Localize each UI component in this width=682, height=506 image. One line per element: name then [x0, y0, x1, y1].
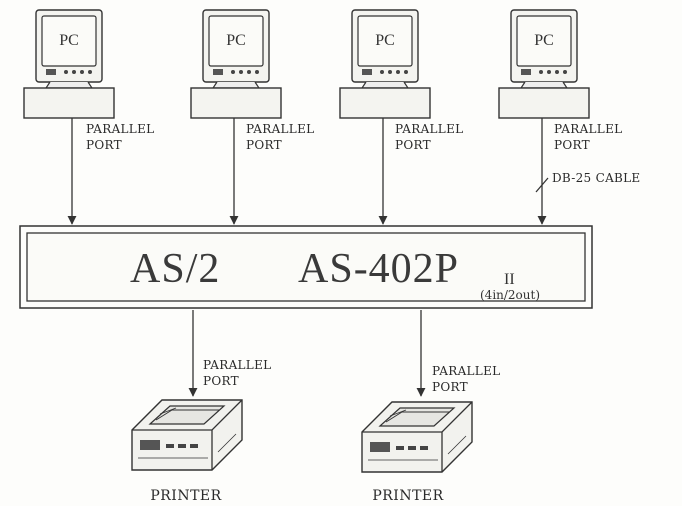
computer-icon — [498, 9, 590, 119]
printer-icon — [131, 399, 243, 471]
pc-2: PC — [190, 9, 282, 119]
switch-inner-frame — [26, 232, 586, 302]
printer-2: PRINTER — [361, 401, 473, 504]
printer-label: PRINTER — [150, 488, 221, 504]
pc-label: PC — [534, 32, 554, 49]
pc-label: PC — [226, 32, 246, 49]
printer-icon — [361, 401, 473, 473]
printer-port-label-line2: PORT — [203, 374, 239, 388]
switch-unit: AS/2 AS-402P II (4in/2out) — [19, 225, 593, 309]
cable-label: DB-25 CABLE — [552, 171, 641, 185]
computer-icon — [23, 9, 115, 119]
pc-3: PC — [339, 9, 431, 119]
port-label-line1: PARALLEL — [395, 122, 463, 136]
printer-label: PRINTER — [372, 488, 443, 504]
printer-port-label-line1: PARALLEL — [203, 358, 271, 372]
switch-outer-frame — [19, 225, 593, 309]
printer-port-label-line1: PARALLEL — [432, 364, 500, 378]
port-label-line1: PARALLEL — [554, 122, 622, 136]
printer-1: PRINTER — [131, 399, 243, 504]
pc-label: PC — [375, 32, 395, 49]
computer-icon — [339, 9, 431, 119]
pc-1: PC — [23, 9, 115, 119]
switch-brand: AS/2 — [130, 246, 220, 292]
port-label-line2: PORT — [554, 138, 590, 152]
switch-model-suffix: II — [504, 271, 515, 288]
cable-slash-mark — [535, 177, 549, 193]
port-label-line1: PARALLEL — [86, 122, 154, 136]
pc-label: PC — [59, 32, 79, 49]
printer-port-label-line2: PORT — [432, 380, 468, 394]
port-label-line1: PARALLEL — [246, 122, 314, 136]
computer-icon — [190, 9, 282, 119]
switch-model: AS-402P — [298, 246, 459, 292]
pc-4: PC — [498, 9, 590, 119]
port-label-line2: PORT — [246, 138, 282, 152]
port-label-line2: PORT — [86, 138, 122, 152]
switch-config: (4in/2out) — [480, 288, 540, 302]
port-label-line2: PORT — [395, 138, 431, 152]
